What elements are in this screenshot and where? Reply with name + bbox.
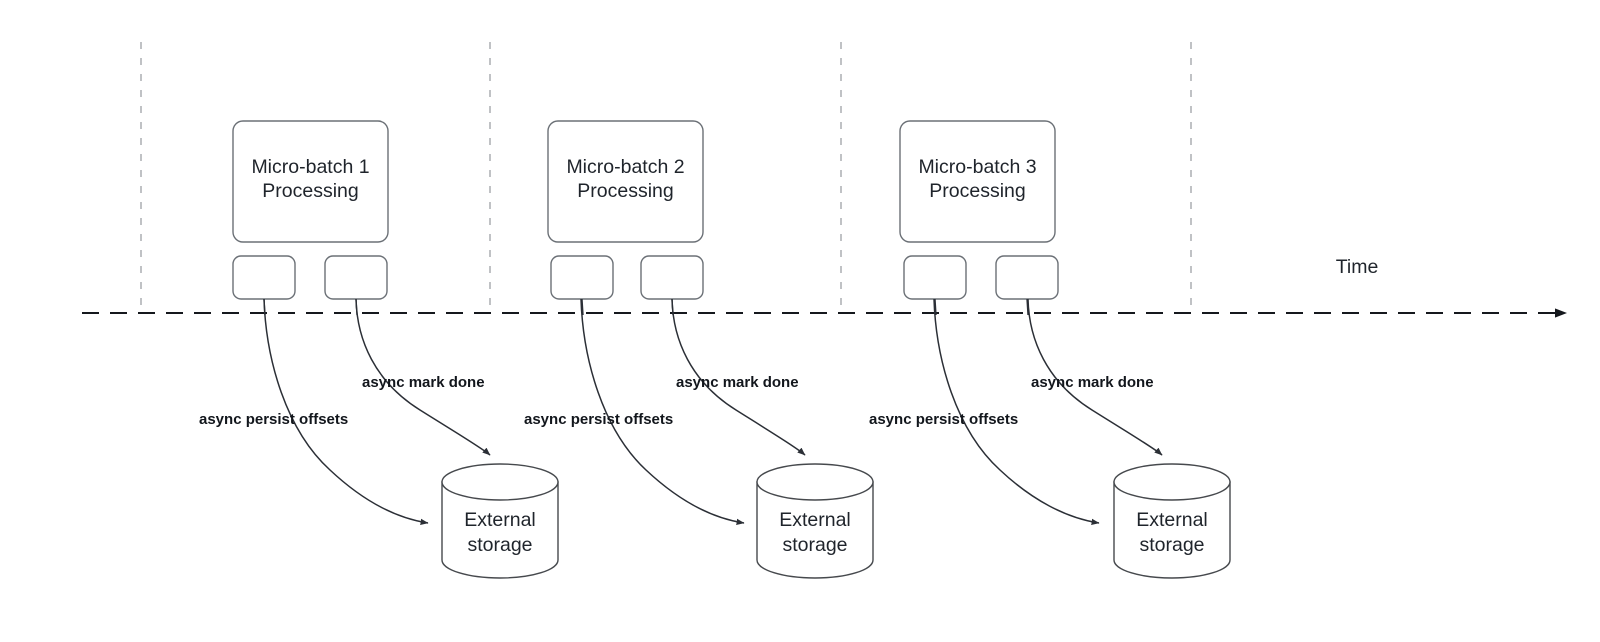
storage-cylinder-body-1[interactable] [441, 481, 559, 579]
processing-box-label-line1: Micro-batch 2 [566, 156, 684, 178]
storage-cylinder-body-2[interactable] [756, 481, 874, 579]
processing-box-2[interactable] [547, 120, 704, 243]
offset-task-box-1[interactable] [232, 255, 296, 300]
offset-task-box-3[interactable] [903, 255, 967, 300]
processing-box-label-line2: Processing [262, 180, 358, 202]
processing-box-label-line2: Processing [929, 180, 1025, 202]
edge-label-async-persist-offsets-3: async persist offsets [869, 411, 1018, 428]
edge-label-async-mark-done-1: async mark done [362, 374, 485, 391]
offset-task-stem-1 [263, 298, 266, 316]
edge-label-async-persist-offsets-1: async persist offsets [199, 411, 348, 428]
time-axis-group: Time [82, 256, 1567, 318]
edge-async-mark-done-1 [355, 298, 491, 456]
storage-label-line1: External [1136, 509, 1208, 531]
edge-async-mark-done-3 [1027, 298, 1163, 456]
mark-done-task-stem-3 [1026, 298, 1029, 316]
tick-lines-group [140, 42, 1192, 313]
storage-label-line1: External [464, 509, 536, 531]
storage-cylinder-body-3[interactable] [1113, 481, 1231, 579]
edge-label-async-persist-offsets-2: async persist offsets [524, 411, 673, 428]
mark-done-task-stem-1 [355, 298, 358, 316]
mark-done-task-box-1[interactable] [324, 255, 388, 300]
processing-box-label-line1: Micro-batch 3 [918, 156, 1036, 178]
processing-box-label-line1: Micro-batch 1 [251, 156, 369, 178]
storage-cylinder-top-3 [1113, 463, 1231, 501]
storage-cylinder-top-2 [756, 463, 874, 501]
processing-box-1[interactable] [232, 120, 389, 243]
offset-task-box-2[interactable] [550, 255, 614, 300]
storage-label-line2: storage [782, 534, 847, 556]
processing-box-3[interactable] [899, 120, 1056, 243]
storage-label-line2: storage [1139, 534, 1204, 556]
offset-task-stem-3 [934, 298, 937, 316]
edge-label-async-mark-done-3: async mark done [1031, 374, 1154, 391]
processing-box-label-line2: Processing [577, 180, 673, 202]
edge-async-mark-done-2 [671, 298, 806, 456]
mark-done-task-stem-2 [671, 298, 674, 316]
mark-done-task-box-2[interactable] [640, 255, 704, 300]
storage-label-line2: storage [467, 534, 532, 556]
edge-async-persist-offsets-3 [933, 298, 1100, 526]
edge-async-persist-offsets-2 [580, 298, 745, 526]
mark-done-task-box-3[interactable] [995, 255, 1059, 300]
edge-label-async-mark-done-2: async mark done [676, 374, 799, 391]
storage-label-line1: External [779, 509, 851, 531]
storage-cylinder-top-1 [441, 463, 559, 501]
time-axis-label: Time [1336, 256, 1379, 278]
edge-async-persist-offsets-1 [263, 298, 429, 526]
offset-task-stem-2 [581, 298, 584, 316]
